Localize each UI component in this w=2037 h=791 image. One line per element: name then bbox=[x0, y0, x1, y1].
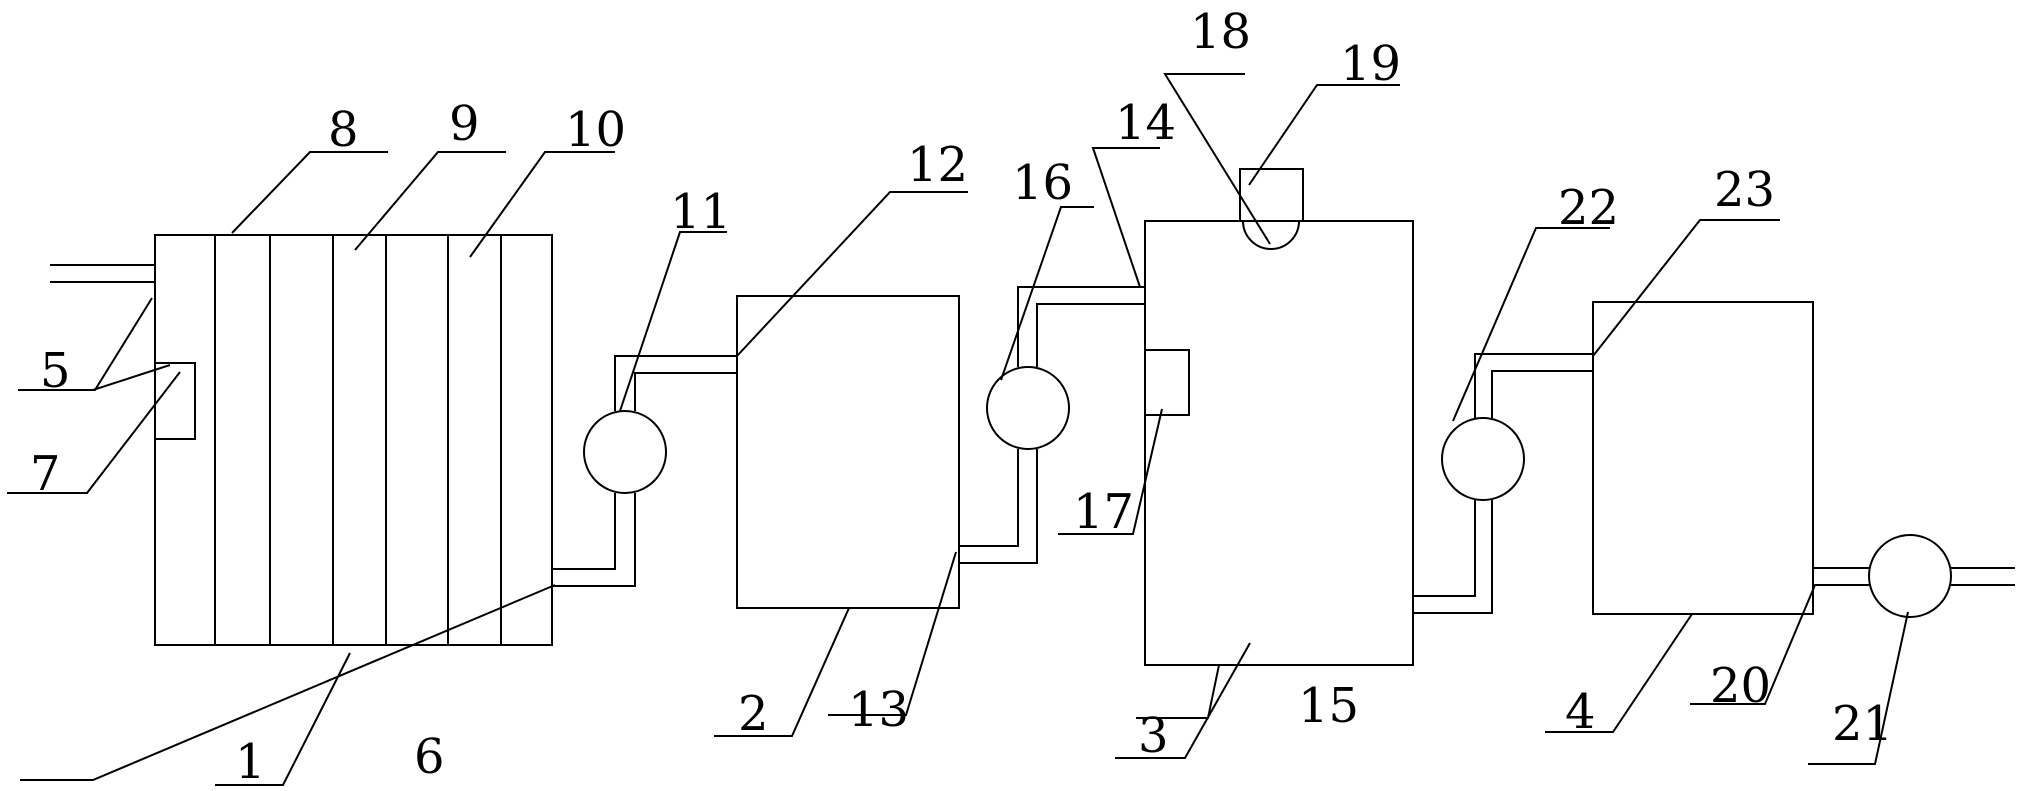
pipe-15 bbox=[1413, 500, 1493, 614]
number-labels: 1 2 3 4 5 6 7 8 9 10 11 12 13 14 15 16 1… bbox=[30, 4, 1893, 790]
label-9: 9 bbox=[449, 96, 480, 152]
label-20: 20 bbox=[1710, 658, 1771, 714]
label-10: 10 bbox=[565, 102, 626, 158]
inlet-pipe-5 bbox=[50, 264, 155, 283]
pump-16 bbox=[986, 366, 1070, 450]
label-2: 2 bbox=[738, 686, 769, 742]
label-13: 13 bbox=[848, 682, 909, 738]
pump-11 bbox=[583, 410, 667, 494]
tank-4 bbox=[1592, 301, 1814, 615]
component-7 bbox=[154, 362, 196, 440]
label-5: 5 bbox=[40, 343, 71, 399]
component-17 bbox=[1144, 349, 1190, 416]
label-4: 4 bbox=[1565, 684, 1596, 740]
label-16: 16 bbox=[1012, 155, 1073, 211]
label-1: 1 bbox=[235, 734, 266, 790]
label-11: 11 bbox=[670, 184, 731, 240]
label-15: 15 bbox=[1298, 678, 1359, 734]
label-6: 6 bbox=[414, 729, 445, 785]
label-19: 19 bbox=[1340, 36, 1401, 92]
label-8: 8 bbox=[328, 102, 359, 158]
pipe-13 bbox=[959, 449, 1038, 564]
label-21: 21 bbox=[1832, 696, 1893, 752]
tank-1 bbox=[154, 234, 553, 646]
label-17: 17 bbox=[1073, 484, 1134, 540]
label-22: 22 bbox=[1558, 180, 1619, 236]
pump-22 bbox=[1441, 417, 1525, 501]
pipe-6 bbox=[552, 493, 636, 587]
pipe-12 bbox=[614, 355, 737, 411]
label-12: 12 bbox=[907, 137, 968, 193]
label-14: 14 bbox=[1115, 95, 1176, 151]
tank-2 bbox=[736, 295, 960, 609]
tank-3 bbox=[1144, 220, 1414, 666]
pipe-14 bbox=[1017, 286, 1145, 367]
pipe-23 bbox=[1474, 353, 1593, 418]
device-19 bbox=[1239, 168, 1304, 222]
label-23: 23 bbox=[1714, 162, 1775, 218]
pump-21 bbox=[1868, 534, 1952, 618]
label-3: 3 bbox=[1138, 708, 1169, 764]
device-18 bbox=[1242, 220, 1300, 250]
label-7: 7 bbox=[30, 446, 61, 502]
leader-lines bbox=[7, 73, 1909, 786]
pipe-20 bbox=[1813, 567, 2015, 586]
label-18: 18 bbox=[1190, 4, 1251, 60]
